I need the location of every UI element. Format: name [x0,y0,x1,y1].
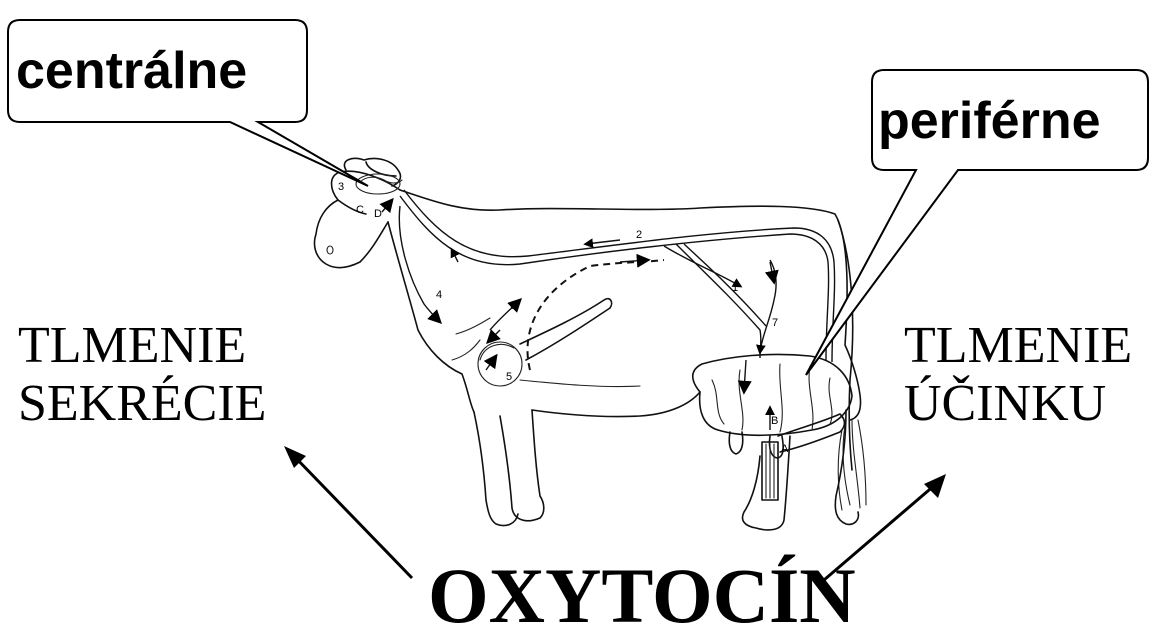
callout-central-text: centrálne [16,42,247,100]
effect-right: TLMENIE ÚČINKU [904,317,1132,432]
callout-central: centrálne [8,20,368,186]
effect-left: TLMENIE SEKRÉCIE [18,317,266,432]
label-7: 7 [772,317,778,329]
label-3: 3 [338,181,344,193]
effect-left-line1: TLMENIE [18,317,246,374]
label-A: A [781,443,789,455]
arrow-left-icon [292,454,412,578]
label-B: B [771,415,778,427]
effect-right-line2: ÚČINKU [904,374,1106,432]
effect-left-line2: SEKRÉCIE [18,374,266,432]
arrow-right-head-icon [924,474,946,498]
callout-peripheral-text: periférne [878,92,1101,150]
cow-illustration [314,158,866,529]
main-label-oxytocin: OXYTOCÍN [428,552,856,624]
label-5: 5 [506,371,512,383]
pathway-lines [356,174,835,430]
label-1: 1 [732,282,738,294]
effect-right-line1: TLMENIE [904,317,1132,374]
label-D: D [374,208,382,220]
label-2: 2 [636,229,642,241]
label-C: C [356,204,364,216]
label-4: 4 [436,289,442,301]
label-6: 6 [510,300,516,312]
